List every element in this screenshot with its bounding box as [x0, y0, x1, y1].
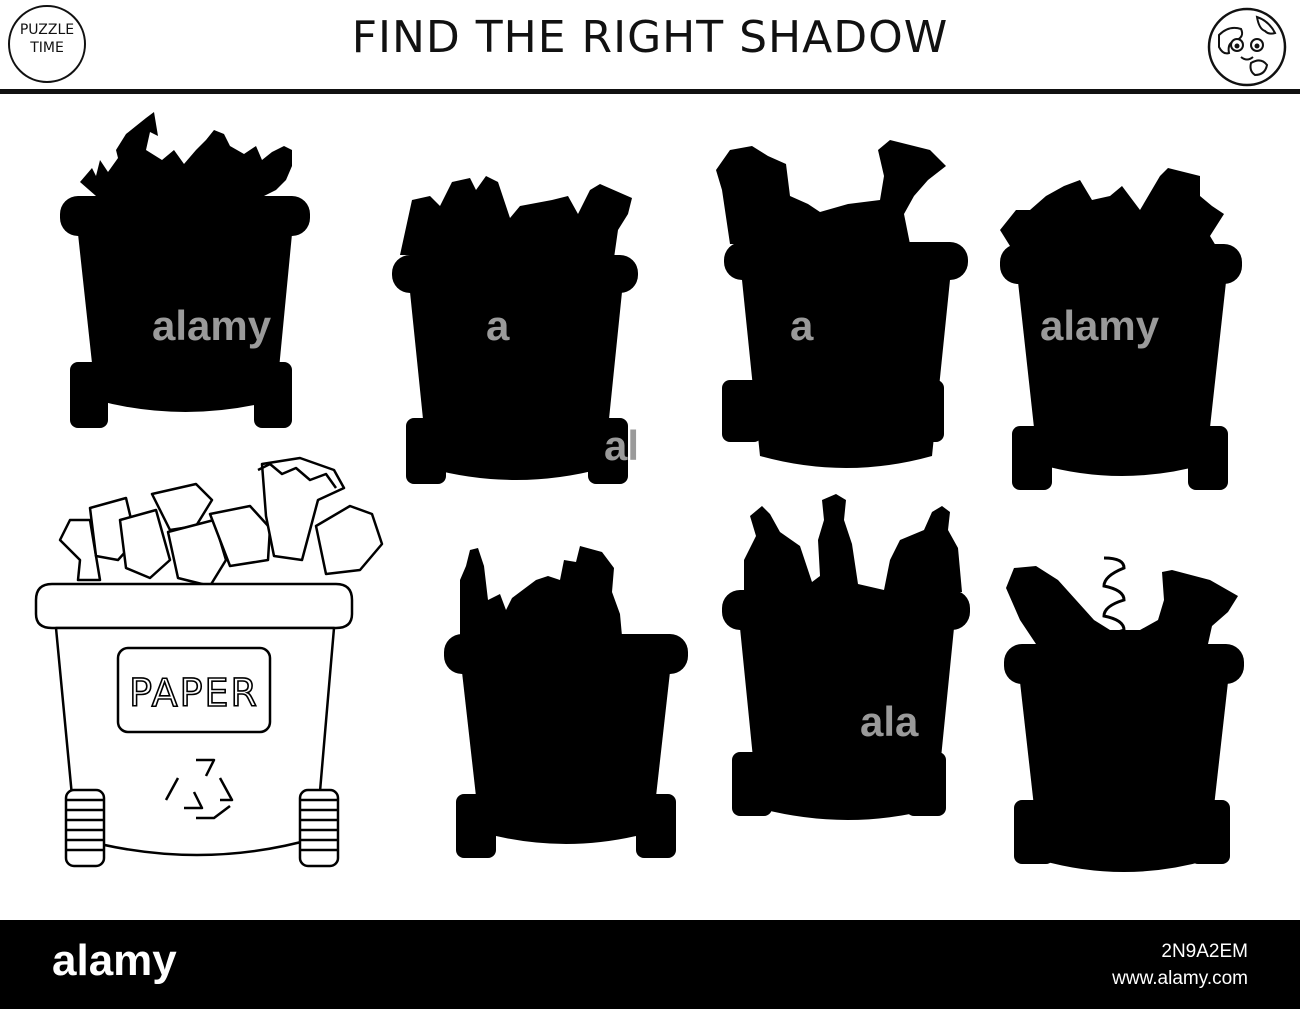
image-id-code: 2N9A2EM — [1161, 941, 1248, 962]
shadow-option-plastic-2[interactable]: ala — [722, 494, 970, 820]
shadow-option-paper-2[interactable]: alamy — [1000, 168, 1242, 490]
badge-line-1: PUZZLE — [19, 22, 75, 38]
site-url: www.alamy.com — [1112, 968, 1248, 989]
puzzle-time-badge: PUZZLE TIME — [8, 5, 86, 83]
puzzle-artwork: alamy a al a alamy — [34, 112, 1244, 872]
shadow-option-plastic-1[interactable] — [444, 546, 688, 858]
shadow-option-organic[interactable]: alamy — [60, 112, 310, 428]
bin-label: PAPER — [129, 671, 259, 715]
watermark-text: al — [604, 422, 639, 469]
page-title: FIND THE RIGHT SHADOW — [351, 12, 949, 63]
paper-recycling-bin — [34, 456, 384, 868]
alamy-logo: alamy — [52, 936, 177, 985]
watermark-text: alamy — [152, 302, 272, 349]
footer-bar: alamy 2N9A2EM www.alamy.com — [0, 920, 1300, 1009]
shadow-option-mixed-2[interactable] — [1004, 556, 1244, 872]
shadow-option-paper-1[interactable]: a al — [392, 176, 639, 484]
shadow-option-mixed-1[interactable]: a — [716, 140, 968, 468]
image-id: 2N9A2EM www.alamy.com — [1112, 938, 1248, 992]
header-divider — [0, 89, 1300, 94]
smiling-earth-icon — [1207, 7, 1287, 87]
watermark-text: ala — [860, 698, 919, 745]
watermark-text: a — [790, 302, 814, 349]
header: PUZZLE TIME FIND THE RIGHT SHADOW — [0, 0, 1300, 94]
watermark-text: a — [486, 302, 510, 349]
badge-line-2: TIME — [30, 40, 64, 56]
watermark-text: alamy — [1040, 302, 1160, 349]
